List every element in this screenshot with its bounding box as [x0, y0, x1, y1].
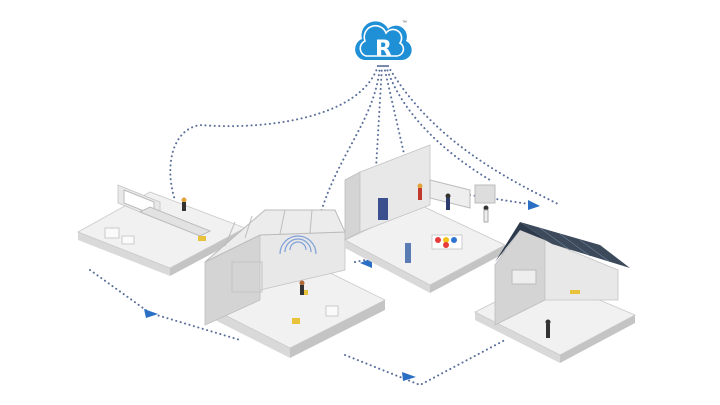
retail-store [344, 144, 506, 293]
brand-cloud-logo: R ™ [355, 20, 412, 62]
arrow-icon [528, 200, 540, 210]
arrow-icon [144, 309, 158, 318]
arrow-icon [402, 372, 416, 381]
factory-platform [77, 184, 246, 276]
wifi-signal-icon [279, 235, 317, 255]
warehouse-building [204, 209, 386, 358]
trademark-symbol: ™ [402, 20, 407, 26]
direction-arrows [144, 200, 540, 381]
logo-letter: R [375, 37, 392, 62]
smart-home [474, 222, 636, 363]
